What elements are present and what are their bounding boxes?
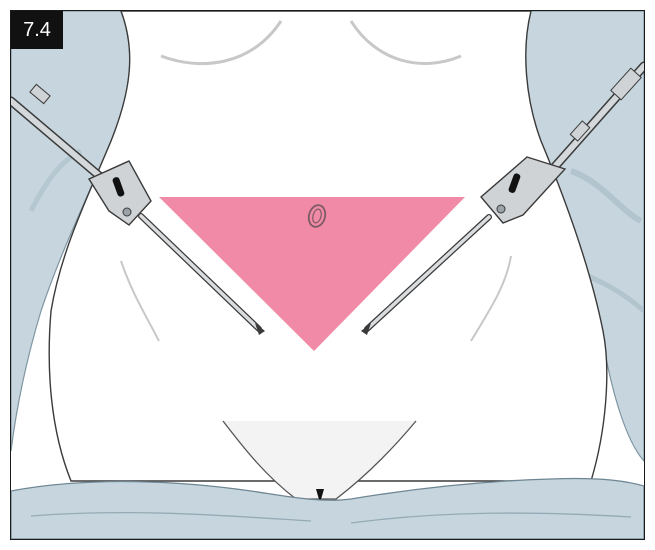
surgical-illustration	[11, 11, 644, 539]
figure-label: 7.4	[11, 11, 63, 49]
figure-frame: 7.4	[10, 10, 645, 540]
